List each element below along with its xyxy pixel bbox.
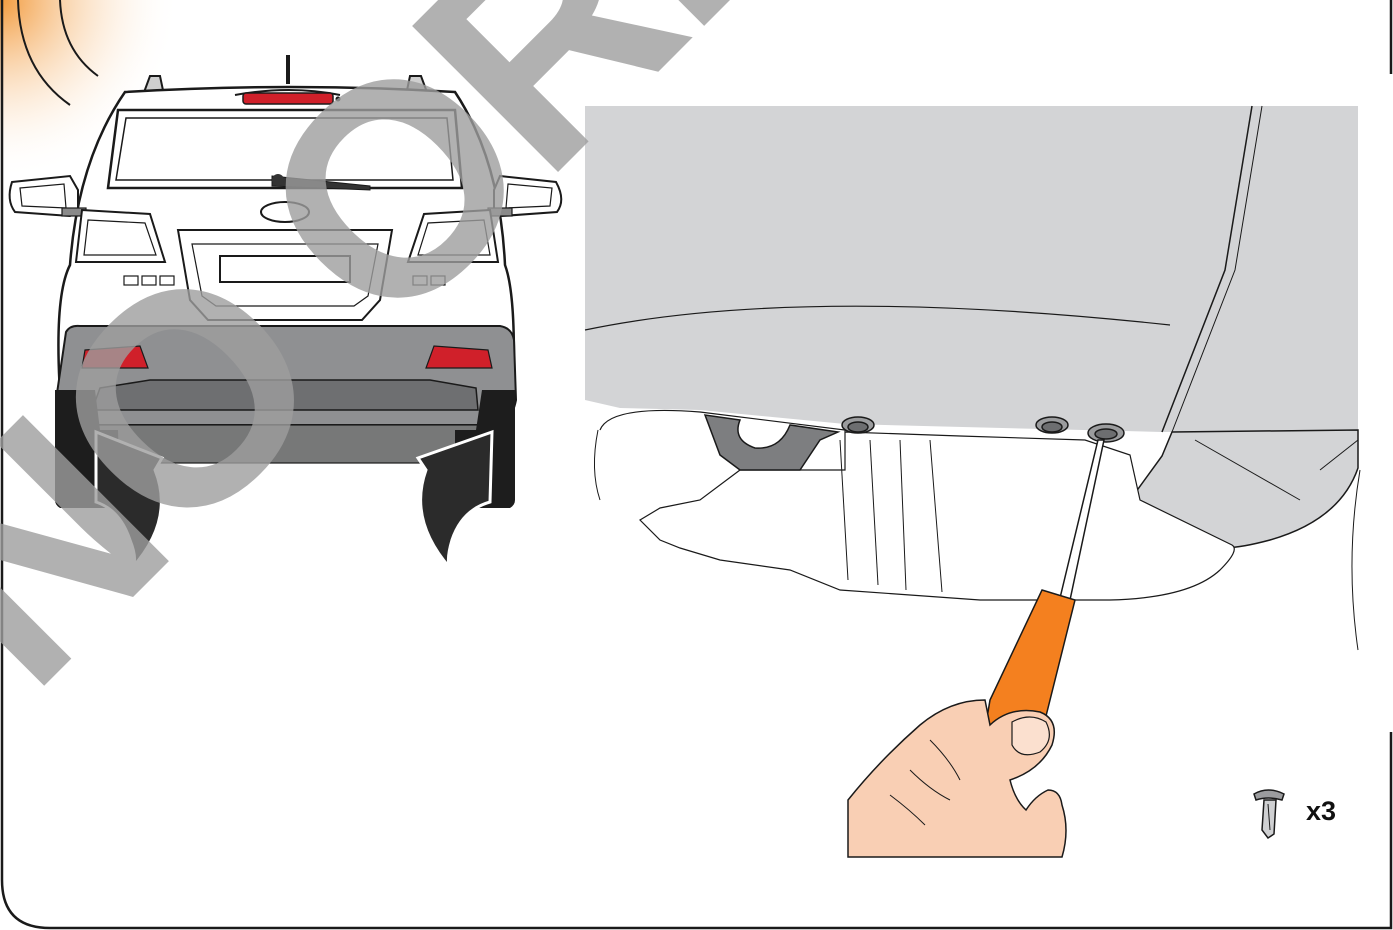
- underbody-closeup: [584, 105, 1361, 858]
- clip-quantity-label: x3: [1306, 796, 1337, 826]
- clip-holes: [841, 416, 1125, 443]
- right-arrow-icon: [415, 429, 494, 569]
- tow-hook: [703, 414, 841, 471]
- left-reflector: [81, 345, 149, 369]
- right-reflector: [425, 345, 493, 369]
- left-arrow-icon: [94, 429, 165, 570]
- undertray-panel: [585, 106, 1358, 432]
- car-rear-view: [8, 55, 563, 570]
- rear-wiper: [271, 175, 371, 191]
- license-plate: [219, 255, 351, 283]
- third-brake-light: [242, 92, 334, 105]
- brand-emblem: [260, 201, 310, 223]
- push-clip-icon: [1253, 789, 1285, 840]
